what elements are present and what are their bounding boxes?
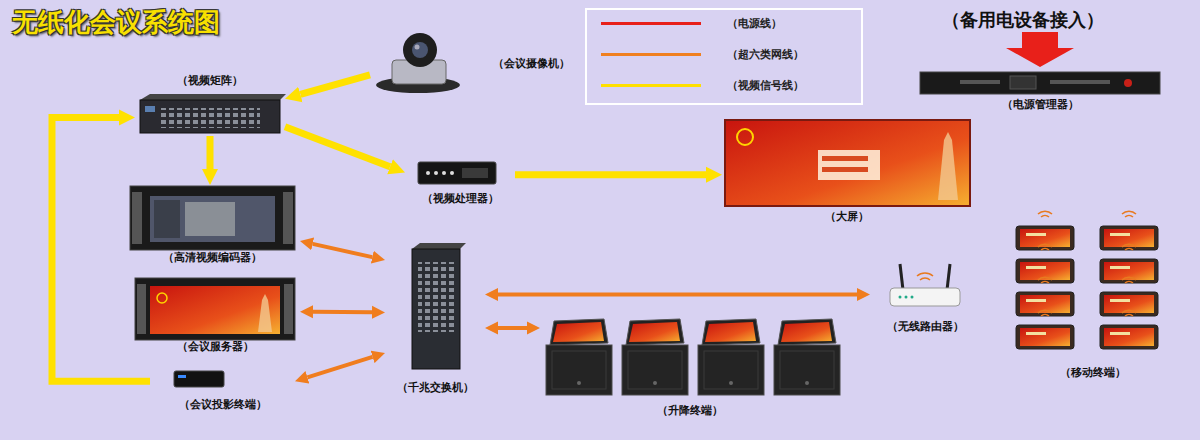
device-node: （升降终端） [540, 318, 840, 418]
network-cable [313, 310, 372, 315]
device-node: （千兆交换机） [385, 245, 485, 395]
device-node: （视频处理器） [405, 158, 515, 206]
lift-terminal-picture [546, 319, 840, 395]
diagram-title: 无纸化会议系统图 [12, 5, 220, 40]
video-signal-line [52, 117, 150, 381]
video-signal-line [207, 136, 214, 169]
power-manager-picture [920, 72, 1160, 94]
device-label: （会议服务器） [177, 340, 254, 354]
legend-box: （电源线） （超六类网线） （视频信号线） [585, 8, 863, 105]
video-signal-line [285, 127, 390, 167]
device-node: （会议服务器） [130, 277, 300, 354]
processor-picture [418, 162, 496, 184]
video-signal-line [300, 75, 370, 95]
router-picture [890, 264, 960, 306]
device-label: （会议投影终端） [179, 398, 267, 412]
server-picture [135, 278, 295, 340]
device-label: （移动终端） [1060, 366, 1126, 380]
device-label: （视频矩阵） [177, 74, 243, 88]
screen-picture [725, 120, 970, 206]
device-node: （会议摄像机） [370, 35, 570, 92]
legend-swatch [601, 84, 701, 87]
device-node: （视频矩阵） [135, 74, 285, 136]
network-cable [498, 326, 527, 330]
projector-terminal-picture [174, 371, 224, 387]
device-label: （千兆交换机） [397, 381, 474, 395]
legend-text: （超六类网线） [727, 47, 804, 63]
device-node: （电源管理器） [915, 68, 1165, 112]
device-label: （大屏） [825, 210, 869, 224]
device-node: （无线路由器） [870, 262, 980, 334]
mobile-terminal-picture [1016, 211, 1158, 349]
legend-entry: （超六类网线） [587, 47, 861, 63]
device-label: （升降终端） [657, 404, 723, 418]
network-cable [313, 244, 373, 257]
matrix-picture [140, 94, 286, 133]
legend-text: （电源线） [727, 16, 782, 32]
video-signal-line [515, 171, 706, 178]
backup-power-arrow [1006, 32, 1074, 67]
legend-text: （视频信号线） [727, 78, 804, 94]
legend-swatch [601, 22, 701, 25]
device-label: （电源管理器） [1002, 98, 1079, 112]
annotation-label: （备用电设备接入） [942, 8, 1104, 32]
legend-swatch [601, 53, 701, 56]
device-node: （大屏） [722, 118, 972, 224]
legend-entry: （电源线） [587, 16, 861, 32]
legend-entry: （视频信号线） [587, 78, 861, 94]
network-cable [498, 293, 857, 297]
camera-picture [376, 33, 460, 93]
device-label: （会议摄像机） [493, 57, 570, 71]
device-node: （高清视频编码器） [125, 185, 300, 265]
device-label: （无线路由器） [887, 320, 964, 334]
network-cable [307, 357, 372, 377]
device-node: （会议投影终端） [150, 368, 295, 412]
switch-picture [412, 243, 466, 369]
device-node: （移动终端） [1010, 215, 1175, 380]
device-label: （视频处理器） [422, 192, 499, 206]
device-label: （高清视频编码器） [163, 251, 262, 265]
encoder-picture [130, 186, 295, 250]
